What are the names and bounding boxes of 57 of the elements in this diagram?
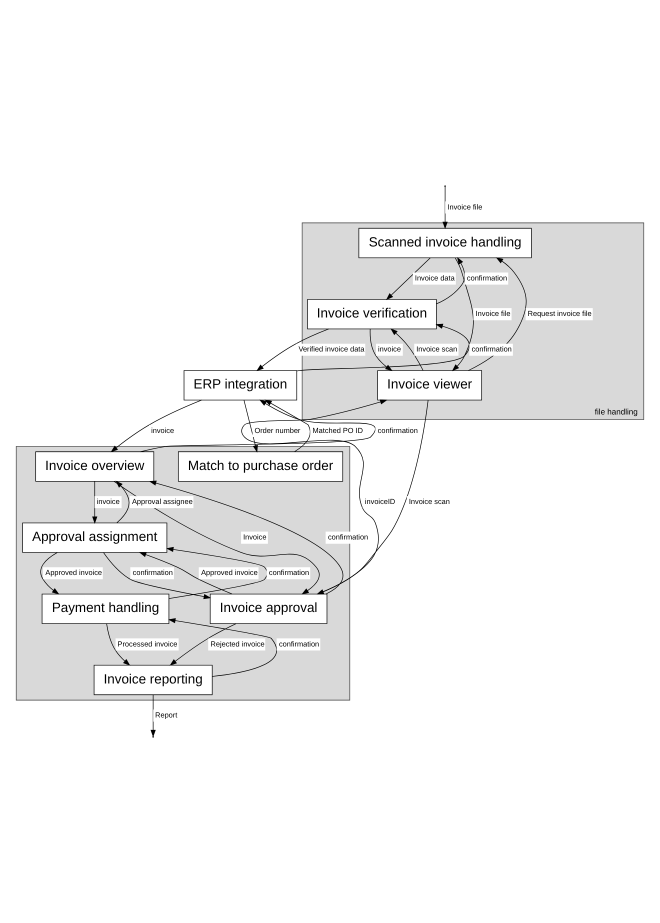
arrow <box>92 481 98 524</box>
edge-label: confirmation <box>466 273 508 282</box>
arrow <box>264 400 311 452</box>
edge-label: Rejected invoice <box>210 639 265 648</box>
edge-label: Approved invoice <box>45 568 102 578</box>
node-box: Invoice viewer <box>377 370 482 400</box>
arrow <box>386 258 431 300</box>
arrow <box>436 256 465 304</box>
arrow <box>138 552 232 594</box>
edge-label: Matched PO ID <box>312 426 363 435</box>
arrow <box>244 400 258 453</box>
arrow <box>170 623 236 666</box>
arrow <box>114 480 320 594</box>
edge-label: Invoice file <box>476 309 511 318</box>
edge-label: Report <box>155 710 178 720</box>
edge-label: Approval assignee <box>132 496 193 506</box>
arrow <box>166 546 268 599</box>
edge-label: Invoice file <box>447 202 482 212</box>
arrow <box>390 328 424 371</box>
edge-label: Approved invoice <box>201 568 258 578</box>
node-box: Match to purchase order <box>178 451 344 482</box>
arrow <box>452 258 474 372</box>
arrow <box>140 400 376 452</box>
arrow <box>106 623 130 666</box>
node-box: Invoice approval <box>210 594 328 624</box>
edge-label: Invoice data <box>414 273 455 282</box>
edge-label: Verified invoice data <box>298 344 364 354</box>
edge-label: Processed invoice <box>118 639 178 648</box>
node-box: Payment handling <box>42 594 170 624</box>
edge-label: Invoice scan <box>416 344 458 354</box>
edge-label: confirmation <box>132 568 173 578</box>
edge-label: confirmation <box>472 344 512 354</box>
arrow <box>40 552 60 594</box>
edge-label: confirmation <box>268 568 310 578</box>
arrow <box>256 328 330 372</box>
node-box: Approval assignment <box>22 522 168 553</box>
arrow <box>103 552 212 600</box>
edge-label: invoice <box>96 496 120 506</box>
edge-label: invoiceID <box>364 496 396 506</box>
edge-label: confirmation <box>378 426 418 435</box>
node-box: Invoice verification <box>307 299 437 330</box>
edge-label: invoice <box>378 344 401 354</box>
edge-label: Order number <box>254 426 300 435</box>
node-box: Invoice overview <box>35 451 154 482</box>
node-box: Scanned invoice handling <box>358 228 532 258</box>
arrow <box>370 328 393 372</box>
arrow <box>168 618 277 677</box>
edge-label: confirmation <box>278 639 320 648</box>
edge-label: confirmation <box>328 532 368 542</box>
edge-label: Request invoice file <box>528 309 592 318</box>
node-box: ERP integration <box>184 370 298 400</box>
node-box: Invoice reporting <box>94 664 213 696</box>
edge-label: invoice <box>151 426 174 435</box>
edge-label: Invoice <box>243 532 266 542</box>
arrow <box>116 480 130 524</box>
edge-label: Invoice scan <box>408 496 450 506</box>
arrow <box>110 400 202 452</box>
